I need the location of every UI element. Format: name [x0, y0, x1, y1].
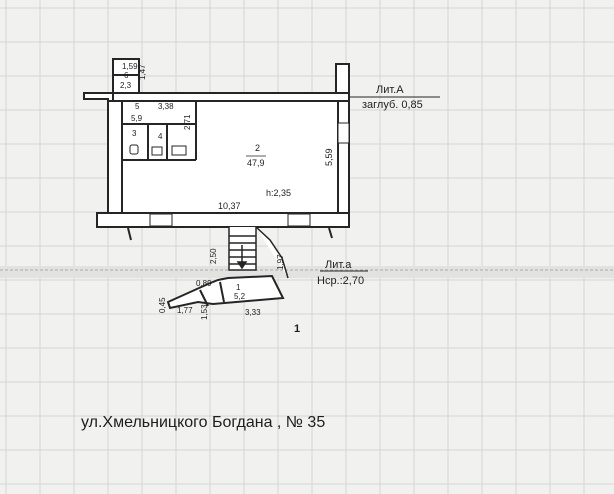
windows	[149, 122, 350, 227]
window-east	[337, 122, 350, 144]
partitions	[113, 74, 197, 161]
dim-559: 5,59	[324, 148, 334, 166]
toilet-icon	[129, 144, 139, 155]
room-1-area: 5,2	[234, 292, 246, 301]
window-south-1	[149, 213, 173, 227]
dim-250: 2,50	[209, 248, 218, 264]
room-2-height: h:2,35	[266, 188, 291, 198]
room-4-number: 4	[158, 132, 163, 141]
room-1-number: 1	[236, 283, 241, 292]
lit-a-label: Лит.а	[325, 259, 352, 271]
room-6-number: 6	[124, 71, 129, 80]
fold-line	[0, 266, 614, 278]
room-5-area: 5,9	[131, 114, 143, 123]
wall-north	[112, 92, 350, 102]
entrance-stair	[228, 226, 289, 279]
dim-089: 0,89	[196, 279, 212, 288]
lit-A-label: Лит.А	[376, 84, 404, 96]
depth-label: заглуб. 0,85	[362, 99, 423, 111]
avg-height-label: Hср.:2,70	[317, 275, 364, 287]
room-5-number: 5	[135, 102, 140, 111]
dim-197: 1,97	[276, 254, 285, 270]
dim-045: 0,45	[158, 297, 167, 313]
dim-177: 1,77	[177, 306, 193, 315]
sheet-number: 1	[294, 323, 300, 335]
labels: 1,59 6 2,3 1,47 5 3,38 5,9 2,71 3 4 2 47…	[81, 62, 440, 431]
dim-271: 2,71	[183, 114, 192, 130]
wall-east	[337, 100, 350, 214]
dim-147: 1,47	[138, 64, 147, 80]
vestibule	[166, 274, 285, 310]
wall-south	[96, 212, 350, 228]
sink-icon	[151, 146, 163, 156]
address: ул.Хмельницкого Богдана , № 35	[81, 414, 325, 431]
room-6-area: 2,3	[120, 81, 132, 90]
dim-1037: 10,37	[218, 201, 241, 211]
room-6-top-value: 1,59	[122, 62, 138, 71]
dim-338: 3,38	[158, 102, 174, 111]
fixtures	[129, 144, 187, 156]
room-3-number: 3	[132, 129, 137, 138]
window-south-2	[287, 213, 311, 227]
wall-marks	[127, 227, 333, 241]
wall-west	[107, 100, 123, 214]
room-2-number: 2	[255, 143, 260, 153]
bath-icon	[171, 145, 187, 156]
dim-333: 3,33	[245, 308, 261, 317]
room-2-area: 47,9	[247, 158, 265, 168]
dim-153: 1,53	[200, 304, 209, 320]
